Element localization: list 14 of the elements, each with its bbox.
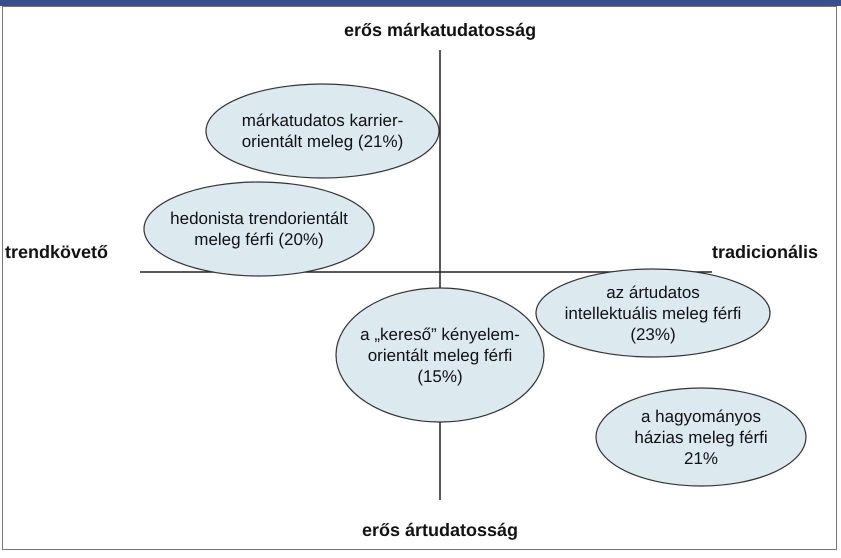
segment-ellipse <box>595 387 807 487</box>
axis-label: trendkövető <box>5 242 108 263</box>
segment-label: márkatudatos karrier-orientált meleg (21%) <box>240 110 404 152</box>
axis-label: erős ártudatosság <box>362 520 518 541</box>
segment-ellipse <box>143 181 375 277</box>
axis-label: tradicionális <box>712 242 818 263</box>
segment-label: az ártudatos intellektuális meleg férfi (23%) <box>564 282 742 344</box>
segment-label: hedonista trendorientált meleg férfi (20%) <box>169 208 349 250</box>
segment-ellipse <box>335 287 545 423</box>
segment-label: a „kereső” kényelem-orientált meleg férfi (15%) <box>360 324 520 386</box>
segment-ellipse <box>535 268 771 358</box>
axis-label: erős márkatudatosság <box>344 20 536 41</box>
segment-label: a hagyományos házias meleg férfi 21% <box>633 406 769 468</box>
segment-ellipse <box>205 83 440 179</box>
